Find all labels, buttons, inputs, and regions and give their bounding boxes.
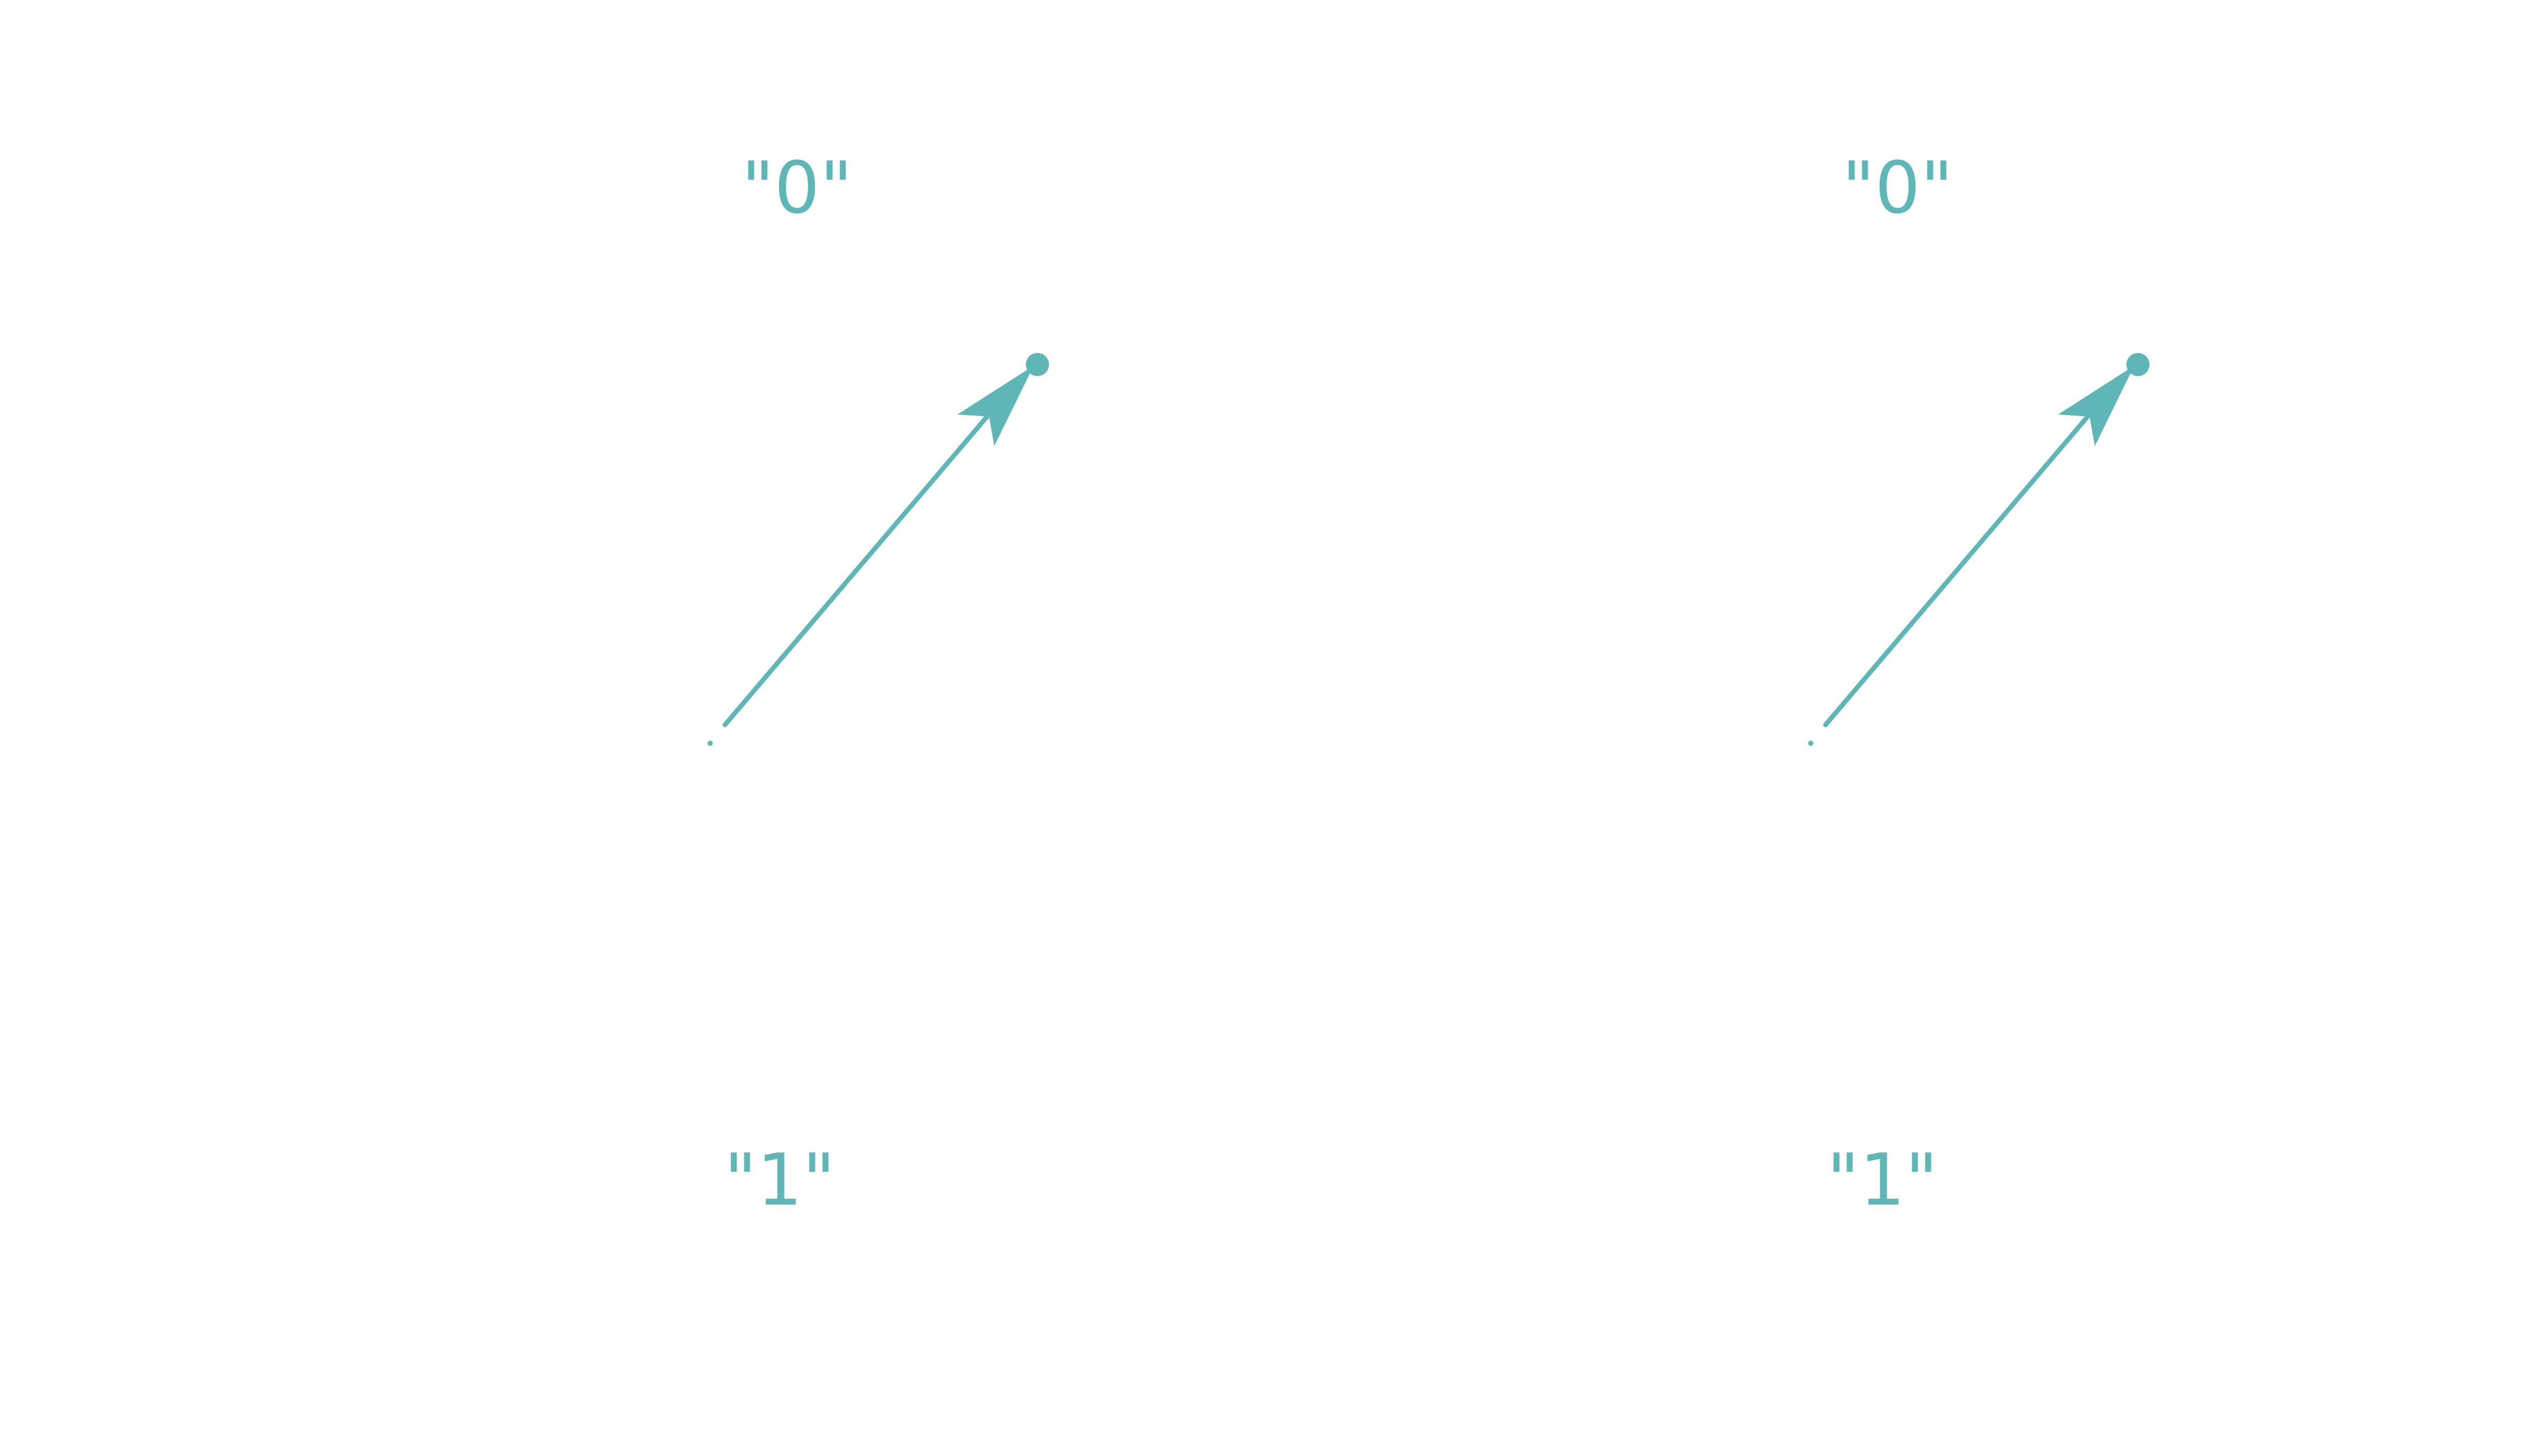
arrow-head [957, 366, 1034, 446]
dot-icon [2126, 353, 2150, 376]
top-state-label: "0" [1842, 147, 1953, 230]
arrow-icon [1808, 353, 2150, 746]
arrow-icon [708, 353, 1049, 746]
dot-icon [1026, 353, 1049, 376]
origin-dot [1808, 741, 1813, 746]
arrow-shaft [1823, 402, 2100, 727]
origin-dot [708, 741, 713, 746]
arrow-shaft [722, 402, 1000, 727]
panel-right: "0" "1" [1808, 147, 2150, 1222]
arrow-head [2058, 366, 2134, 446]
bottom-state-label: "1" [724, 1139, 835, 1222]
panel-left: "0" "1" [708, 147, 1049, 1222]
bottom-state-label: "1" [1827, 1139, 1938, 1222]
top-state-label: "0" [741, 147, 853, 230]
